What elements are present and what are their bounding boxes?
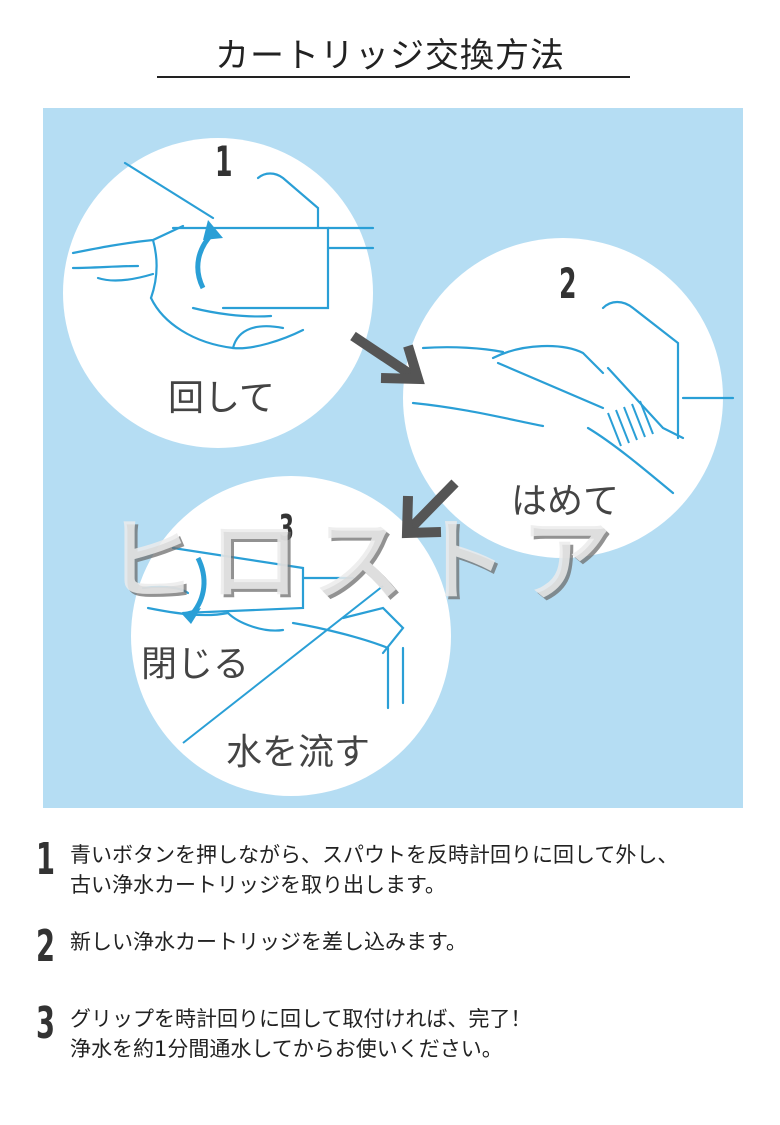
step-line: 青いボタンを押しながら、スパウトを反時計回りに回して外し、	[70, 840, 678, 870]
step3-caption: 閉じる	[141, 644, 249, 685]
step-line: 浄水を約1分間通水してからお使いください。	[70, 1034, 531, 1064]
step1-number: 1	[215, 138, 233, 187]
step-text: 新しい浄水カートリッジを差し込みます。	[70, 927, 467, 957]
step-text: 青いボタンを押しながら、スパウトを反時計回りに回して外し、 古い浄水カートリッジ…	[70, 840, 678, 900]
step1-caption: 回して	[168, 378, 275, 419]
illustration-svg: 1 2 3 回して はめて 閉じる 水を流す	[43, 108, 743, 808]
step-number: 3	[36, 1002, 55, 1046]
step-line: 新しい浄水カートリッジを差し込みます。	[70, 927, 467, 957]
step2-number: 2	[559, 260, 577, 309]
step-line: グリップを時計回りに回して取付ければ、完了！	[70, 1004, 531, 1034]
watermark: ヒロストア	[105, 488, 605, 588]
step-number: 1	[36, 838, 55, 882]
instruction-illustration: 1 2 3 回して はめて 閉じる 水を流す	[43, 108, 743, 808]
step-number: 2	[36, 925, 55, 969]
step-line: 古い浄水カートリッジを取り出します。	[70, 870, 678, 900]
flow-arrow-1-to-2	[353, 336, 418, 379]
water-flow-caption: 水を流す	[226, 732, 370, 773]
step-text: グリップを時計回りに回して取付ければ、完了！ 浄水を約1分間通水してからお使いく…	[70, 1004, 531, 1064]
page-title: カートリッジ交換方法	[0, 28, 780, 77]
title-underline	[157, 76, 630, 78]
